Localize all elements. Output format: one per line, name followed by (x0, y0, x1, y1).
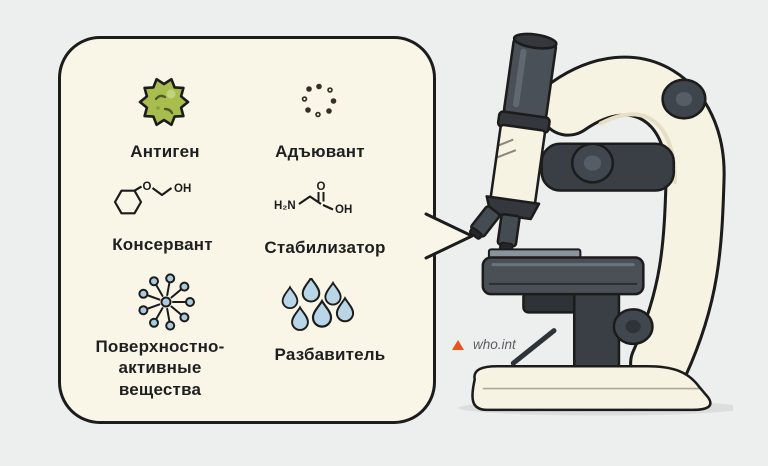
attribution-source-text: who.int (473, 337, 516, 352)
atom-o-label: O (143, 181, 152, 193)
diluent-label: Разбавитель (274, 345, 386, 364)
stabilizer-label: Стабилизатор (264, 238, 386, 257)
phenoxyethanol-structure-icon: O OH (113, 181, 191, 215)
glycine-structure-icon: H₂N O OH (274, 181, 352, 216)
microscope-optical-column (469, 32, 558, 252)
virus-icon (138, 77, 190, 127)
microscope-pillar (572, 286, 621, 375)
adjuvant-label: Адъювант (275, 142, 365, 161)
microscope-eyepiece-highlight (513, 48, 527, 108)
microscope-eyepiece (502, 36, 558, 121)
atom-oh-label: OH (174, 183, 191, 195)
microscope-objective-side (469, 205, 501, 240)
microscope-coarse-knob-highlight (583, 155, 602, 171)
antigen-label: Антиген (130, 142, 200, 161)
surfactant-label: Поверхностно- активные вещества (95, 337, 225, 399)
microscope-eyepiece-cap (512, 32, 558, 50)
speech-bubble (58, 36, 436, 424)
microscope-illustration (458, 32, 733, 416)
microscope-fine-knob-center (625, 320, 641, 334)
attribution-logo-triangle (452, 339, 464, 350)
source-attribution: who.int (452, 337, 516, 352)
atom-oh-label: OH (335, 204, 352, 216)
microscope-arm-knob-highlight (675, 91, 693, 107)
droplets-icon (281, 278, 355, 331)
atom-h2n-label: H₂N (274, 200, 296, 212)
microscope-base (471, 364, 712, 412)
microscope-body-tube (489, 123, 547, 207)
microscope-mirror-arm (510, 328, 557, 366)
preservative-label: Консервант (112, 235, 213, 254)
atom-o-label: O (317, 181, 326, 193)
microscope-stage (481, 256, 645, 296)
microscope-objective-main (496, 213, 521, 248)
dots-icon (301, 83, 337, 118)
speech-bubble-tail (424, 212, 474, 260)
microscope-tube-hatching (495, 138, 517, 159)
micelle-icon (138, 273, 195, 331)
